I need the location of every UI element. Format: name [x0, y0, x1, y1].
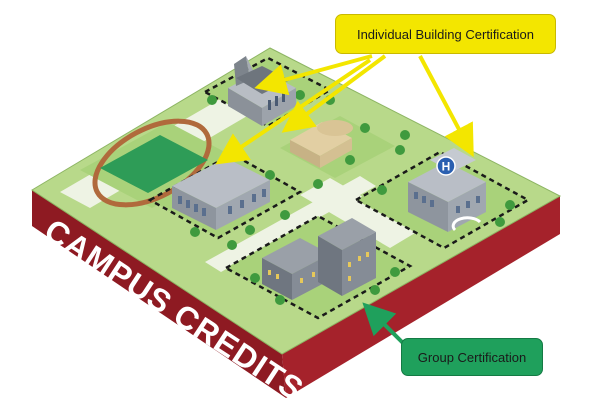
- walkway-vertical: [300, 178, 420, 248]
- individual-certification-label: Individual Building Certification: [356, 26, 535, 42]
- board-right-side: [282, 196, 560, 398]
- boundary-school: [147, 152, 303, 240]
- boundary-group: [223, 214, 413, 320]
- group-certification-callout: Group Certification: [401, 338, 543, 376]
- running-track: [92, 118, 212, 208]
- group-buildings: [262, 218, 376, 300]
- individual-callout-arrows: [215, 54, 474, 165]
- boundary-hospital: [353, 150, 531, 250]
- individual-certification-callout: Individual Building Certification: [335, 14, 556, 54]
- auditorium-building: [290, 120, 353, 168]
- trees: [190, 90, 515, 305]
- hospital-sign-letter: H: [442, 160, 451, 174]
- sports-field: [100, 135, 208, 193]
- school-building: [172, 158, 270, 230]
- group-certification-label: Group Certification: [417, 349, 527, 365]
- board-left-side: [32, 190, 286, 398]
